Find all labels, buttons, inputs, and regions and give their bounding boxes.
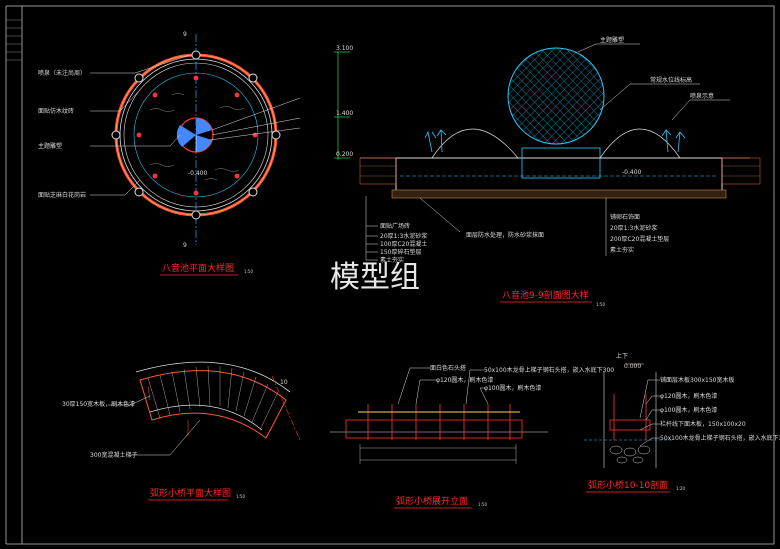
plan-label-0: 喷泉（未注尚周） xyxy=(38,69,86,77)
bridge-section: 上下 0.000 铺面层木板300x150宽木板 φ120圆木，刷木色漆 φ10… xyxy=(584,352,780,493)
water-arc-left xyxy=(431,128,519,159)
bridge-sec-label-3: 栏杆线下面木板，150x100x20 xyxy=(660,420,746,428)
drawing-frame xyxy=(21,5,775,545)
bridge-sec-level: 0.000 xyxy=(624,363,641,370)
plan-label-3: 面贴芝麻白花岗岩 xyxy=(38,191,86,199)
title-strip-dividers xyxy=(6,19,22,61)
bridge-elev-scale: 1:50 xyxy=(478,502,487,507)
post-circles xyxy=(111,50,281,220)
section-mid-label: 面层防水处理，防水砂浆抹面 xyxy=(466,231,544,239)
bridge-plan-title: 弧形小桥平面大样图 xyxy=(150,487,231,499)
bridge-sec-leaders xyxy=(639,379,660,447)
section-br-label-1: 20厚1:3水泥砂浆 xyxy=(610,224,657,232)
plan-axis-bottom: 9 xyxy=(183,242,187,249)
bridge-sec-label-0: 铺面层木板300x150宽木板 xyxy=(660,376,734,384)
bridge-arc-inner xyxy=(149,404,263,431)
section-br-label-2: 200厚C20混凝土垫层 xyxy=(610,235,669,243)
section-right-label-2: 喷泉示意 xyxy=(690,92,714,100)
bridge-sec-top: 上下 xyxy=(616,352,628,360)
fountain-plan: 喷泉（未注尚周） 面贴仿木纹砖 主题雕塑 面贴芝麻白花岗岩 -0.400 9 9… xyxy=(38,31,301,276)
elev-low: 0.200 xyxy=(336,151,353,158)
bridge-elevation: 面白色石头搭 φ120圆木，刷木色漆 50x100木龙骨上梯子钢石头搭，嵌入水底… xyxy=(330,364,614,509)
elev-mid: 1.400 xyxy=(336,110,353,117)
bridge-elev-label-3: 面白色石头搭 xyxy=(430,364,466,372)
water-arc-right xyxy=(599,128,681,159)
bridge-plan-label-1: 300宽混凝土梯子 xyxy=(90,451,137,459)
leader-lines xyxy=(90,54,301,196)
jet-sprays xyxy=(424,128,686,153)
bridge-sec-label-4: 50x100木龙骨上梯子钢石头搭，嵌入水底下300 xyxy=(660,434,780,442)
section-left-label-0: 面贴广场砖 xyxy=(380,222,410,230)
bridge-elev-label-1: φ120圆木，刷木色漆 xyxy=(436,376,493,384)
plan-label-2: 主题雕塑 xyxy=(38,142,62,150)
pool-water-pattern xyxy=(149,93,245,181)
section-left-label-2: 100厚C20混凝土 xyxy=(380,240,427,248)
section-left-label-4: 素土夯实 xyxy=(380,256,404,264)
sculpture-pedestal xyxy=(521,147,601,179)
section-leaders xyxy=(365,43,730,261)
plan-level: -0.400 xyxy=(188,170,208,177)
fountain-jets-red xyxy=(136,75,258,196)
bridge-sec-title: 弧形小桥10-10剖面 xyxy=(588,479,668,491)
plan-axis-top: 9 xyxy=(183,31,187,38)
bridge-plan-label-0: 30厚150宽木板，刷木色漆 xyxy=(62,400,135,408)
bridge-elev-label-2: φ100圆木，刷木色漆 xyxy=(484,384,541,392)
bridge-sec-label-2: φ100圆木，刷木色漆 xyxy=(660,406,717,414)
plan-scale: 1:50 xyxy=(244,269,253,274)
bridge-posts xyxy=(367,404,511,440)
bridge-elev-title: 弧形小桥展开立面 xyxy=(396,495,468,507)
section-br-label-0: 铺卵石饰面 xyxy=(610,213,640,221)
section-right-label-1: 常规水位线标高 xyxy=(650,76,692,84)
elev-top: 3.100 xyxy=(336,45,353,52)
plan-title: 八音池平面大样图 xyxy=(162,262,234,274)
fountain-section: 3.100 1.400 0.200 xyxy=(334,36,761,307)
bridge-sec-stones xyxy=(609,445,651,464)
elev-leaders xyxy=(397,367,489,405)
bridge-sec-label-1: φ120圆木，刷木色漆 xyxy=(660,392,717,400)
watermark: 模型组 xyxy=(330,260,420,295)
plan-label-1: 面贴仿木纹砖 xyxy=(38,107,74,115)
sculpture-fill xyxy=(176,118,212,152)
elevation-marks xyxy=(334,51,350,160)
bridge-plan-scale: 1:50 xyxy=(236,494,245,499)
section-right-label-0: 主题雕塑 xyxy=(600,36,624,44)
bridge-elev-label-0: 50x100木龙骨上梯子钢石头搭，嵌入水底下300 xyxy=(484,366,614,374)
bridge-plan-axis: 10 xyxy=(280,379,288,386)
bridge-sec-scale: 1:20 xyxy=(676,486,685,491)
section-title: 八音池9-9剖面图大样 xyxy=(502,289,589,301)
bridge-planks xyxy=(147,365,279,431)
bridge-arc-outer xyxy=(135,361,291,393)
section-br-label-3: 素土夯实 xyxy=(610,246,634,254)
section-left-label-3: 150厚碎石垫层 xyxy=(380,248,421,256)
section-left-label-1: 20厚1:3水泥砂浆 xyxy=(380,232,427,240)
section-scale: 1:50 xyxy=(596,302,605,307)
bridge-plan: 30厚150宽木板，刷木色漆 300宽混凝土梯子 10 弧形小桥平面大样图 1:… xyxy=(62,361,301,501)
section-water-level: -0.400 xyxy=(622,169,642,176)
sculpture-sphere xyxy=(507,47,605,145)
